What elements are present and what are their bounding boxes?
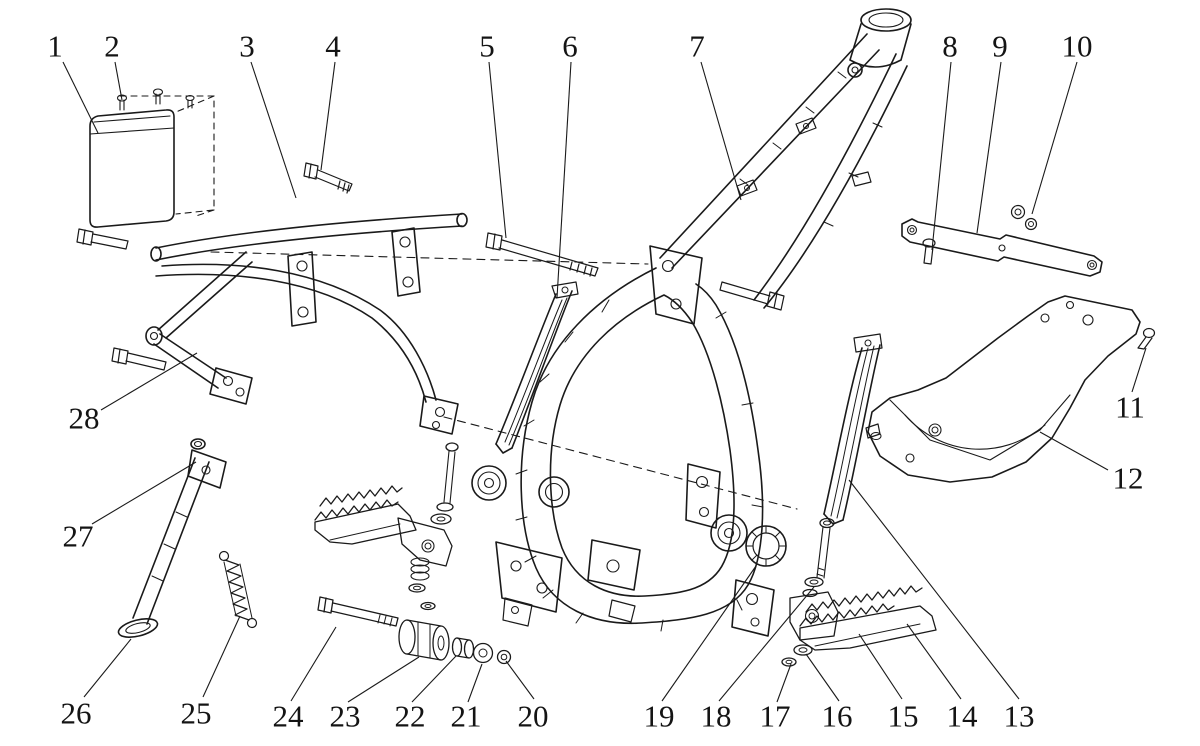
callout-leader-6 — [556, 61, 572, 299]
callout-leader-20 — [505, 660, 535, 700]
callout-leader-16 — [805, 653, 840, 702]
callout-leader-14 — [906, 623, 962, 700]
chain-guide-front — [495, 281, 579, 454]
callout-leader-15 — [858, 633, 903, 700]
callout-leader-24 — [290, 626, 337, 702]
washers-10 — [1010, 204, 1038, 231]
alignment-dashed-lines — [210, 251, 798, 510]
callout-leader-7 — [700, 61, 742, 201]
kickstand-spring — [218, 550, 258, 629]
callout-leader-13 — [848, 479, 1020, 700]
callout-leader-8 — [931, 61, 952, 251]
main-frame — [495, 8, 912, 637]
callout-leader-2 — [114, 61, 123, 101]
footpeg-right — [781, 517, 937, 667]
callout-leader-5 — [488, 61, 507, 239]
skid-plate — [865, 295, 1141, 483]
battery-screws — [116, 88, 195, 111]
callout-leader-11 — [1131, 347, 1147, 393]
callout-leader-21 — [467, 663, 483, 703]
battery-box — [89, 95, 215, 228]
callout-leader-18 — [718, 586, 815, 702]
chain-guide-rear — [823, 333, 883, 525]
bolt-11 — [1137, 327, 1156, 350]
callout-leader-3 — [250, 61, 297, 199]
subframe-bolts — [76, 162, 353, 371]
kickstand — [117, 438, 227, 638]
callout-leader-17 — [776, 663, 792, 703]
frame-bearings — [471, 465, 748, 552]
frame-plug — [745, 525, 787, 567]
callout-leader-23 — [347, 656, 420, 703]
callout-leader-28 — [100, 352, 198, 411]
callout-leader-22 — [411, 655, 457, 703]
bolt-8 — [922, 238, 936, 265]
callout-leader-27 — [91, 461, 197, 525]
callout-leader-26 — [83, 638, 132, 698]
callout-leader-19 — [661, 565, 757, 702]
footpeg-left — [314, 442, 459, 611]
callout-leader-1 — [62, 61, 99, 134]
callout-leader-25 — [202, 615, 241, 698]
callout-leader-10 — [1031, 61, 1078, 215]
callout-leader-4 — [320, 61, 336, 171]
frame-hatching — [515, 71, 883, 632]
callout-leader-9 — [976, 61, 1002, 234]
roller-axle-assembly — [317, 596, 512, 665]
bolt-5 — [485, 232, 785, 311]
callout-leader-12 — [1039, 431, 1109, 471]
